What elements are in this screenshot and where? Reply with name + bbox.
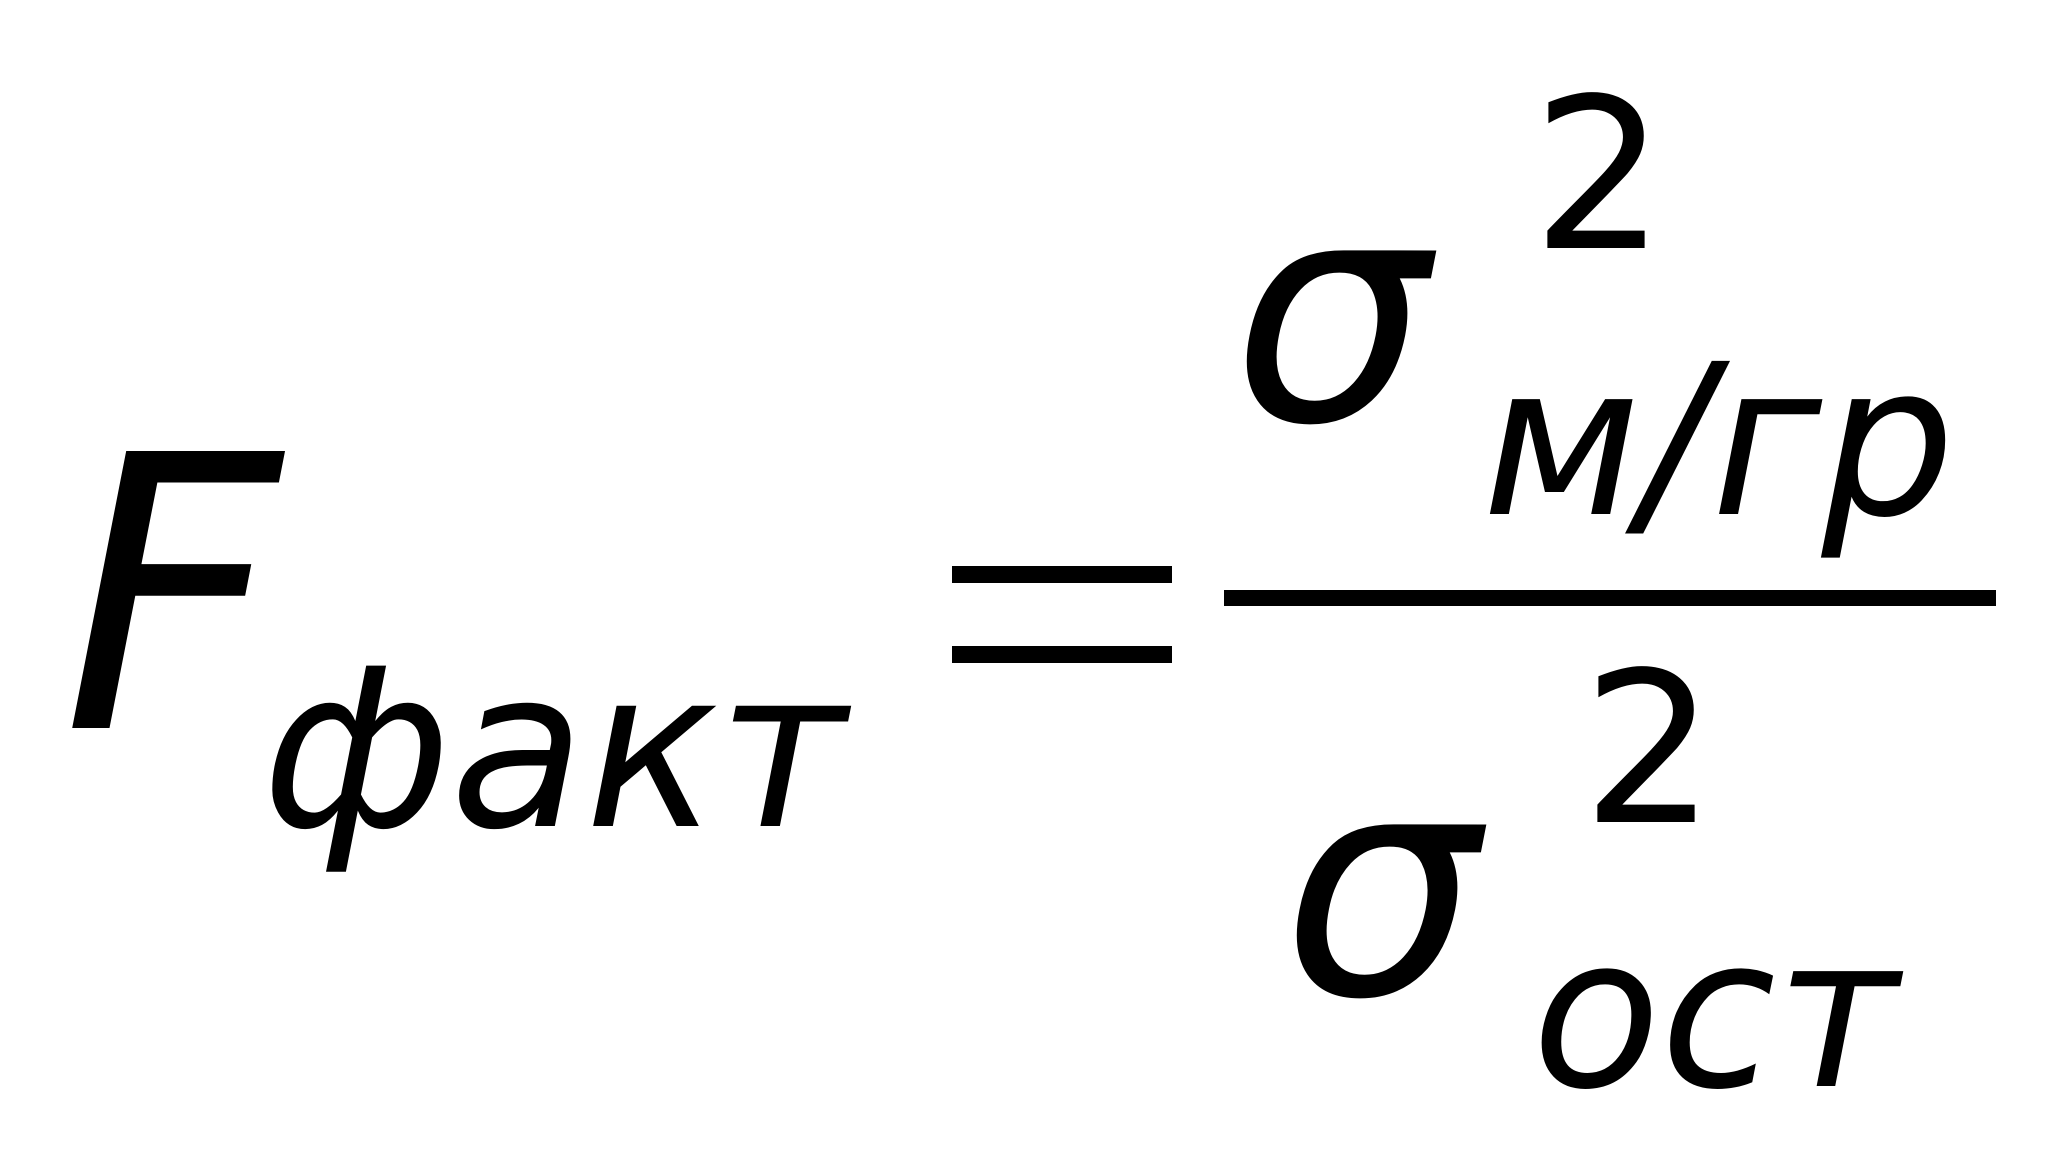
equals-sign-bottom-bar xyxy=(952,646,1172,663)
denominator-sigma: σ xyxy=(1282,707,1490,1068)
numerator-sigma: σ xyxy=(1232,133,1440,494)
fraction-bar xyxy=(1224,590,1996,606)
lhs-symbol: F xyxy=(62,375,288,818)
denominator-superscript: 2 xyxy=(1582,627,1716,872)
equals-sign-top-bar xyxy=(952,566,1172,583)
denominator-subscript: ост xyxy=(1532,891,1904,1136)
lhs-subscript: факт xyxy=(262,622,852,878)
numerator-superscript: 2 xyxy=(1532,53,1666,298)
numerator-subscript: м/гр xyxy=(1482,319,1955,564)
